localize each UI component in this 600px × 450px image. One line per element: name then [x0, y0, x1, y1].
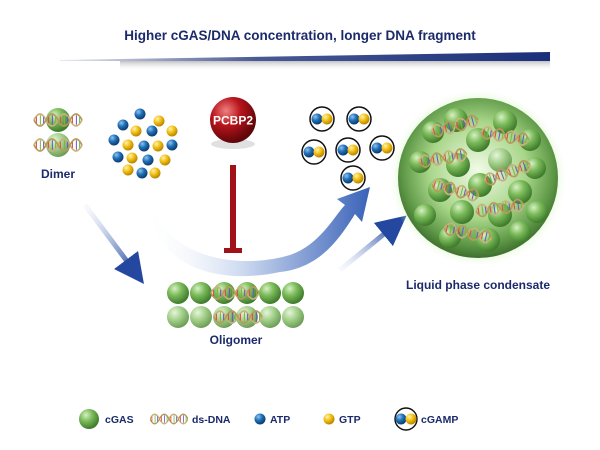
- gtp-ball-icon: [130, 125, 142, 137]
- cgamp-icon: [335, 137, 361, 163]
- curved-arrow-shape: [145, 187, 370, 277]
- header-bar-shadow: [120, 61, 550, 71]
- gtp-ball-icon: [152, 140, 164, 152]
- atp-ball-icon: [146, 125, 158, 137]
- legend-item-cgamp: cGAMP: [394, 407, 458, 431]
- header-title: Higher cGAS/DNA concentration, longer DN…: [124, 28, 476, 43]
- condensate-label: Liquid phase condensate: [406, 278, 550, 292]
- pcbp2-inhibitor: PCBP2: [210, 97, 256, 253]
- ds-dna-helix-icon: [150, 413, 188, 425]
- oligomer-label: Oligomer: [210, 333, 263, 347]
- cgamp-icon: [309, 106, 335, 132]
- atp-ball-icon: [138, 140, 150, 152]
- atp-ball-icon: [254, 413, 266, 425]
- legend-label: ATP: [270, 414, 290, 426]
- gtp-ball-icon: [126, 152, 138, 164]
- pcbp2-shadow: [211, 139, 255, 149]
- oligomer-bottom-row: [167, 306, 304, 328]
- oligomer-to-condensate-arrow: [338, 215, 407, 272]
- gtp-ball-icon: [153, 115, 165, 127]
- cgamp-icon: [394, 407, 418, 431]
- oligomer-top-row: [167, 282, 304, 304]
- dimer-group: Dimer: [33, 108, 83, 181]
- atp-ball-icon: [166, 139, 178, 151]
- cgamp-icon: [301, 139, 327, 165]
- condensate-group: Liquid phase condensate: [390, 90, 566, 292]
- atp-ball-icon: [108, 134, 120, 146]
- cgamp-icon: [346, 106, 372, 132]
- legend-item-cgas: cGAS: [79, 409, 134, 429]
- dimer-to-oligomer-arrow: [82, 203, 144, 285]
- cgas-sphere-icon: [79, 409, 99, 429]
- legend-item-ds-dna: ds-DNA: [150, 413, 231, 426]
- dimer-label: Dimer: [41, 167, 75, 181]
- header: Higher cGAS/DNA concentration, longer DN…: [60, 28, 550, 71]
- header-wedge-bar: [60, 52, 550, 61]
- legend-label: GTP: [339, 414, 361, 426]
- inhibition-bar-head: [224, 248, 242, 253]
- gtp-ball-icon: [166, 125, 178, 137]
- gtp-ball-icon: [122, 139, 134, 151]
- legend: cGAS ds-DNA ATP GTP cGAMP: [79, 407, 458, 431]
- oligomer-group: Oligomer: [167, 282, 304, 347]
- cgamp-icon: [340, 165, 366, 191]
- gtp-ball-icon: [149, 167, 161, 179]
- atp-ball-icon: [142, 154, 154, 166]
- cgamp-icon: [369, 135, 395, 161]
- gtp-ball-icon: [122, 164, 134, 176]
- gtp-ball-icon: [323, 413, 335, 425]
- catalysis-curved-arrow: [145, 187, 370, 277]
- atp-ball-icon: [136, 167, 148, 179]
- legend-item-gtp: GTP: [323, 413, 361, 426]
- inhibition-bar-stem: [230, 165, 236, 250]
- cgamp-products: [301, 106, 395, 191]
- atp-ball-icon: [117, 119, 129, 131]
- atp-ball-icon: [112, 151, 124, 163]
- legend-item-atp: ATP: [254, 413, 290, 426]
- atp-ball-icon: [134, 108, 146, 120]
- gtp-ball-icon: [159, 154, 171, 166]
- atp-gtp-cluster: [108, 108, 178, 179]
- pcbp2-sphere-icon: [210, 97, 256, 143]
- pcbp2-label: PCBP2: [213, 114, 253, 128]
- legend-label: cGAS: [105, 414, 134, 426]
- legend-label: ds-DNA: [192, 414, 231, 426]
- legend-label: cGAMP: [421, 414, 458, 426]
